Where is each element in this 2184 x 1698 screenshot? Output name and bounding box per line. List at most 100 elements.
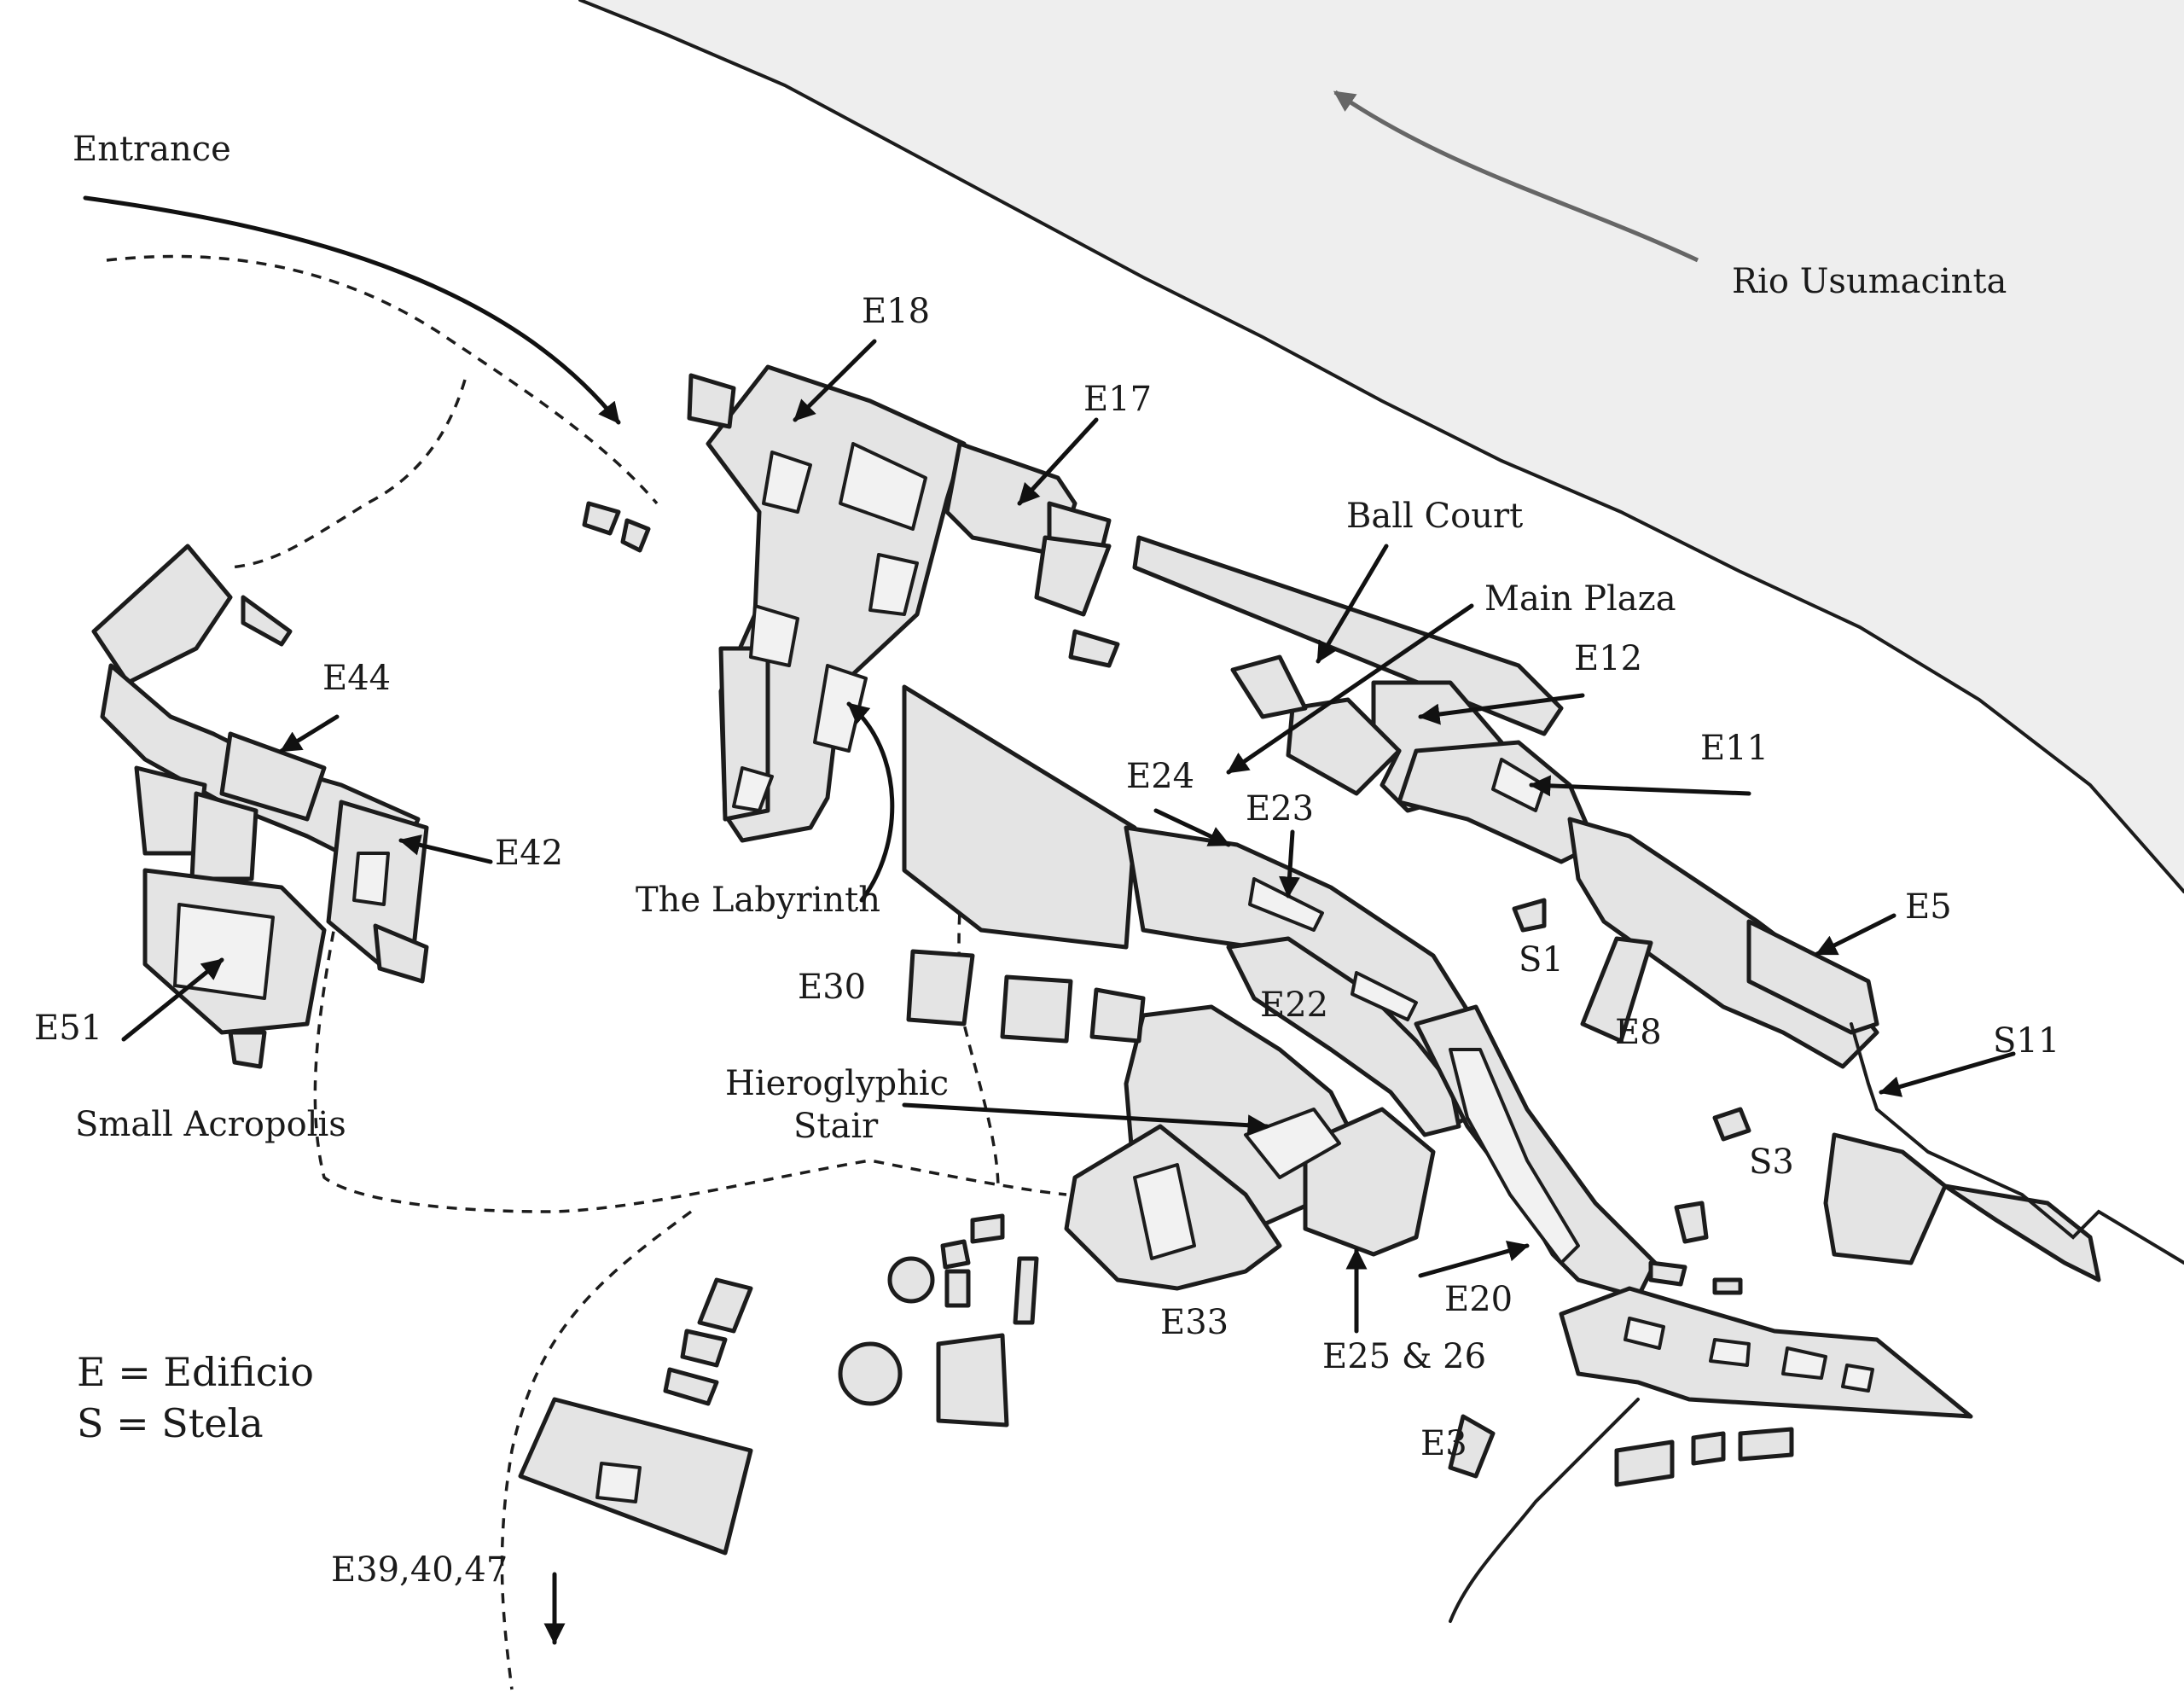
building-east-group <box>1823 1132 1948 1265</box>
building-e30-c <box>1089 987 1146 1044</box>
building-small-2 <box>1068 629 1120 668</box>
label-e39-40-47: E39,40,47 <box>331 1550 508 1590</box>
label-ball-court: Ball Court <box>1346 497 1524 536</box>
building-small-1 <box>1034 535 1112 617</box>
trail-south-loop <box>313 912 1067 1213</box>
building-s1 <box>1512 898 1547 933</box>
riverbank-line <box>578 0 2184 893</box>
building-east-wing <box>1943 1183 2101 1282</box>
building-acropolis-e <box>373 923 429 984</box>
arrow-e24 <box>1153 808 1231 847</box>
building-south-plaza-room-4 <box>1841 1364 1874 1393</box>
label-e8: E8 <box>1615 1013 1662 1052</box>
building-se-small-1 <box>1614 1439 1675 1487</box>
entrance-arrow <box>83 195 621 425</box>
label-main-plaza: Main Plaza <box>1484 579 1676 619</box>
building-e8 <box>1580 936 1653 1044</box>
label-e44: E44 <box>322 659 392 698</box>
label-s11: S11 <box>1993 1021 2060 1061</box>
arrow-e44 <box>279 714 340 753</box>
building-south-h <box>663 1367 719 1406</box>
arrow-e51 <box>121 957 224 1042</box>
building-e22-room <box>1350 971 1418 1021</box>
label-e12: E12 <box>1574 639 1643 678</box>
building-e18-small-a <box>582 501 621 536</box>
label-s1: S1 <box>1519 940 1564 980</box>
label-e5: E5 <box>1905 887 1952 927</box>
building-south-b <box>940 1239 971 1270</box>
building-south-g <box>680 1329 728 1368</box>
building-south-f <box>697 1277 753 1334</box>
arrow-e23 <box>1279 829 1300 898</box>
building-ballcourt-small <box>1230 654 1308 719</box>
label-river: Rio Usumacinta <box>1732 262 2007 301</box>
building-plaza-west <box>902 684 1137 950</box>
label-e3: E3 <box>1420 1424 1467 1463</box>
label-e30: E30 <box>798 968 867 1007</box>
south-road-line <box>1449 1398 1640 1623</box>
arrow-e12 <box>1418 693 1585 725</box>
building-south-plaza <box>1559 1286 1973 1419</box>
building-plaza-small-b <box>1712 1277 1743 1295</box>
building-se-small-2 <box>1691 1431 1726 1466</box>
building-e30-b <box>1000 974 1073 1044</box>
label-labyrinth: The Labyrinth <box>636 881 880 920</box>
trail-north <box>106 254 659 505</box>
label-e33: E33 <box>1160 1303 1229 1342</box>
building-south-c <box>944 1269 971 1308</box>
building-e30 <box>906 949 975 1026</box>
building-ball-court <box>1286 697 1402 796</box>
building-e11 <box>1397 740 1598 864</box>
building-e18-annex <box>687 373 736 429</box>
arrow-e18 <box>793 339 877 422</box>
river-flow-arrow <box>1333 90 1699 263</box>
label-hieroglyphic-stair-1: Hieroglyphic <box>725 1064 950 1103</box>
arrow-e11 <box>1529 775 1751 797</box>
legend-stela: S = Stela <box>77 1400 264 1446</box>
east-wall-line <box>1850 1022 2184 1265</box>
building-e23-room <box>1248 877 1324 932</box>
building-e39-room <box>595 1462 642 1503</box>
label-e17: E17 <box>1083 380 1153 419</box>
label-e23: E23 <box>1246 789 1315 829</box>
building-acropolis-sw <box>228 1030 267 1069</box>
building-south-e <box>936 1333 1009 1428</box>
building-south-plaza-room-1 <box>1623 1317 1665 1350</box>
arrow-e42 <box>398 834 493 864</box>
building-e51-inner <box>173 903 275 1000</box>
building-e44 <box>219 731 327 822</box>
building-acropolis-north-stair <box>241 595 293 647</box>
building-acropolis-mid <box>189 791 258 881</box>
arrow-e5 <box>1815 913 1896 957</box>
arrow-s11 <box>1879 1051 2016 1097</box>
building-labyrinth-room-3 <box>749 604 799 667</box>
trail-south-exit <box>500 1210 693 1690</box>
label-e18: E18 <box>862 292 931 331</box>
building-e42-inner <box>352 852 390 906</box>
building-e22 <box>1226 936 1461 1137</box>
building-labyrinth-room-6 <box>732 766 774 812</box>
building-s3-small <box>1674 1201 1709 1244</box>
river-area <box>580 0 2184 892</box>
arrow-labyrinth <box>846 701 895 903</box>
arrow-hieroglyphic-stair <box>902 1102 1269 1137</box>
arrow-ball-court <box>1316 544 1389 664</box>
arrow-e20 <box>1418 1241 1530 1278</box>
label-s3: S3 <box>1749 1143 1794 1182</box>
building-s3-marker <box>1712 1107 1751 1142</box>
label-e25-26: E25 & 26 <box>1322 1337 1487 1376</box>
label-e51: E51 <box>34 1009 103 1048</box>
building-e18-small-b <box>620 518 651 553</box>
building-labyrinth-room <box>839 442 927 531</box>
building-se-small-3 <box>1738 1427 1794 1462</box>
building-south-round-2 <box>838 1341 903 1406</box>
building-south-a <box>970 1213 1005 1244</box>
label-hieroglyphic-stair-2: Stair <box>793 1107 879 1146</box>
label-e42: E42 <box>495 834 564 873</box>
label-small-acropolis: Small Acropolis <box>75 1105 346 1144</box>
building-plaza-small-a <box>1648 1260 1687 1287</box>
arrow-main-plaza <box>1226 603 1474 775</box>
building-e3 <box>1448 1414 1496 1479</box>
